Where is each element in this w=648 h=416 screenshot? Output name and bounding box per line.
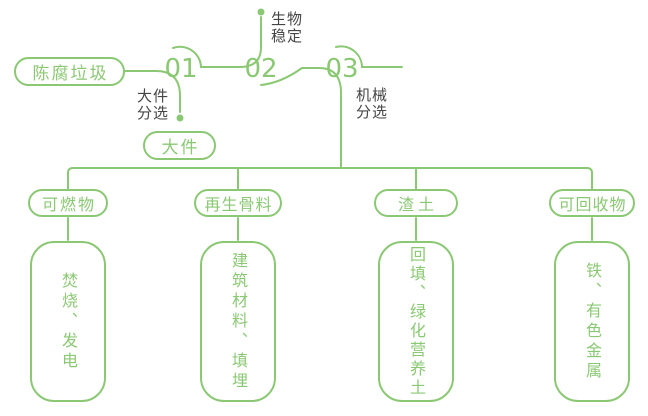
- branch-combustibles-node: 可燃物: [28, 189, 108, 217]
- branch-connectors: [67, 217, 593, 241]
- step-02-dot: [257, 8, 265, 16]
- source-node: 陈腐垃圾: [14, 57, 125, 86]
- flow-line-02-to-03: [260, 67, 342, 169]
- step-01-number: 01: [164, 54, 198, 84]
- source-label: 陈腐垃圾: [32, 64, 109, 84]
- branch-combustibles-detail-box: 焚烧、发电: [30, 241, 106, 402]
- branch-slag-detail: 回填、绿化营养土: [407, 245, 426, 398]
- branch-recyclables-detail-box: 铁、有色金属: [554, 241, 630, 402]
- flow-line-source-to-01: [124, 70, 181, 113]
- branch-recyclables-label: 可回收物: [558, 195, 627, 214]
- step-03-number: 03: [325, 54, 359, 84]
- flow-line-01-to-02: [172, 16, 262, 68]
- step-02-number: 02: [244, 54, 278, 84]
- step-02-label: 生物 稳定: [271, 10, 304, 45]
- bulky-item-node: 大件: [143, 131, 216, 160]
- step-01-dot: [176, 114, 184, 122]
- branch-aggregate-label: 再生骨料: [204, 195, 273, 214]
- flow-line-03-end: [335, 45, 403, 68]
- branch-aggregate-detail-box: 建筑材料、填埋: [200, 241, 276, 402]
- branch-recyclables-node: 可回收物: [549, 189, 635, 217]
- branch-slag-node: 渣土: [374, 189, 458, 217]
- branch-combustibles-label: 可燃物: [41, 195, 96, 214]
- branch-slag-label: 渣土: [397, 195, 438, 214]
- branch-recyclables-detail: 铁、有色金属: [583, 261, 602, 382]
- branch-aggregate-detail: 建筑材料、填埋: [229, 251, 248, 392]
- branch-aggregate-node: 再生骨料: [194, 189, 282, 217]
- branch-combustibles-detail: 焚烧、发电: [59, 271, 78, 372]
- step-01-label: 大件 分选: [137, 87, 170, 122]
- bulky-item-label: 大件: [161, 138, 200, 158]
- branch-bar: [67, 167, 593, 190]
- branch-slag-detail-box: 回填、绿化营养土: [378, 241, 454, 402]
- step-03-label: 机械 分选: [356, 86, 389, 121]
